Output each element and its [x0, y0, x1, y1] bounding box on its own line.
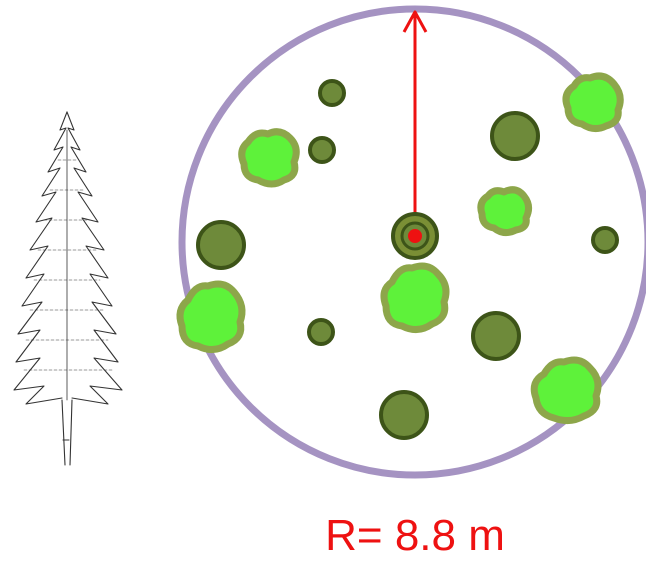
shrub-blob — [562, 72, 624, 133]
shrub-blob — [176, 280, 246, 353]
radius-label: R= 8.8 m — [325, 511, 505, 560]
shrub-blob — [238, 128, 300, 188]
radius-arrowhead — [402, 10, 428, 33]
tree-dot — [196, 220, 246, 270]
plot-circle — [178, 5, 646, 479]
tree-dot — [490, 111, 540, 161]
tree-dot — [379, 390, 429, 440]
shrub-blob — [477, 186, 533, 237]
tree-dot — [318, 79, 346, 107]
conifer-tree-sketch-icon — [13, 111, 123, 466]
tree-dot — [591, 226, 619, 254]
shrub-blob — [380, 262, 450, 333]
tree-dot — [308, 136, 336, 164]
tree-dot — [471, 311, 521, 361]
shrub-blob — [530, 356, 602, 425]
center-point — [408, 229, 422, 243]
tree-dot — [307, 318, 335, 346]
